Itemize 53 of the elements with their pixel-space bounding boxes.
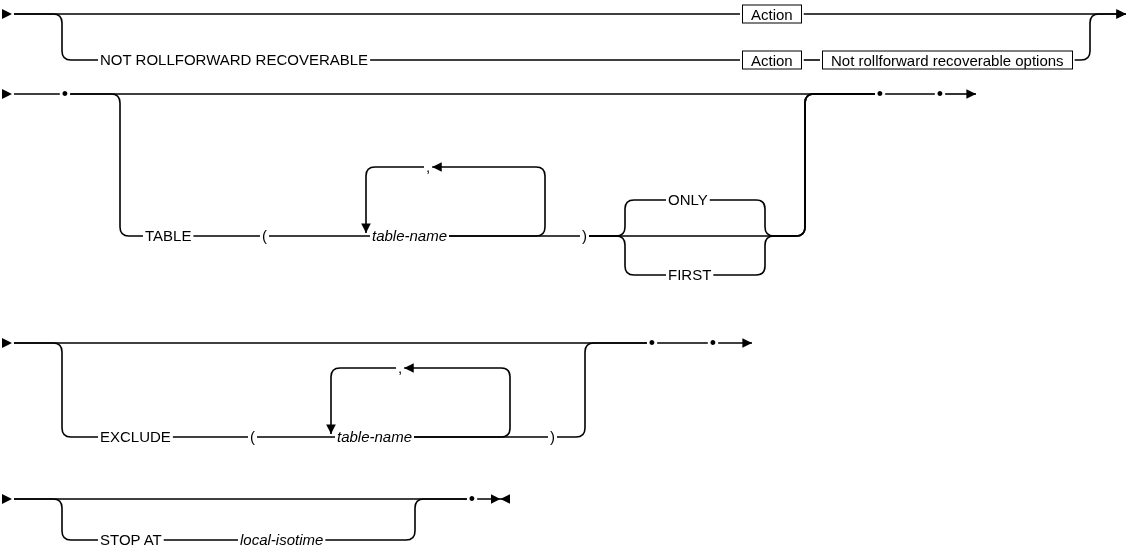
keyword-text: NOT ROLLFORWARD RECOVERABLE <box>100 50 369 70</box>
keyword-text: TABLE <box>145 226 192 246</box>
connector-line <box>13 13 99 61</box>
syntax-dot: • <box>876 84 884 104</box>
keyword-text: EXCLUDE <box>100 427 171 447</box>
arrow <box>717 338 753 348</box>
syntax-box: Action <box>742 50 802 70</box>
start-marker <box>2 9 12 19</box>
keyword-text: STOP AT <box>100 530 162 550</box>
connector-line <box>369 59 741 61</box>
variable-text: table-name <box>337 427 413 447</box>
connector-line <box>172 436 249 438</box>
start-marker <box>2 338 12 348</box>
connector-line <box>324 498 468 541</box>
start-marker <box>2 494 12 504</box>
connector-line <box>884 93 936 95</box>
connector-line <box>69 93 144 237</box>
connector-line <box>656 342 709 344</box>
syntax-dot: • <box>61 84 69 104</box>
arrow <box>944 89 977 99</box>
arrow <box>431 162 546 237</box>
keyword-text: , <box>426 157 431 177</box>
variable-text: table-name <box>372 226 448 246</box>
keyword-text: ( <box>262 226 267 246</box>
arrow <box>361 166 425 234</box>
syntax-dot: • <box>936 84 944 104</box>
connector-line <box>802 59 821 61</box>
connector-line <box>448 235 581 237</box>
keyword-text: , <box>398 358 403 378</box>
syntax-dot: • <box>709 333 717 353</box>
syntax-box: Not rollforward recoverable options <box>822 50 1073 70</box>
connector-line <box>13 93 61 95</box>
keyword-text: ) <box>582 226 587 246</box>
connector-line <box>712 93 876 276</box>
keyword-text: FIRST <box>668 265 712 285</box>
connector-line <box>13 342 99 438</box>
arrow <box>326 367 397 435</box>
start-marker <box>2 89 12 99</box>
arrow <box>403 363 511 438</box>
variable-text: local-isotime <box>240 530 324 550</box>
connector-line <box>13 498 99 541</box>
connector-line <box>192 235 261 237</box>
connector-line <box>556 342 648 438</box>
keyword-text: ) <box>550 427 555 447</box>
syntax-dot: • <box>648 333 656 353</box>
connector-line <box>413 436 549 438</box>
syntax-dot: • <box>468 489 476 509</box>
connector-line <box>162 539 239 541</box>
connector-line <box>256 436 336 438</box>
keyword-text: ONLY <box>668 190 708 210</box>
keyword-text: ( <box>250 427 255 447</box>
connector-line <box>268 235 371 237</box>
syntax-box: Action <box>742 4 802 24</box>
